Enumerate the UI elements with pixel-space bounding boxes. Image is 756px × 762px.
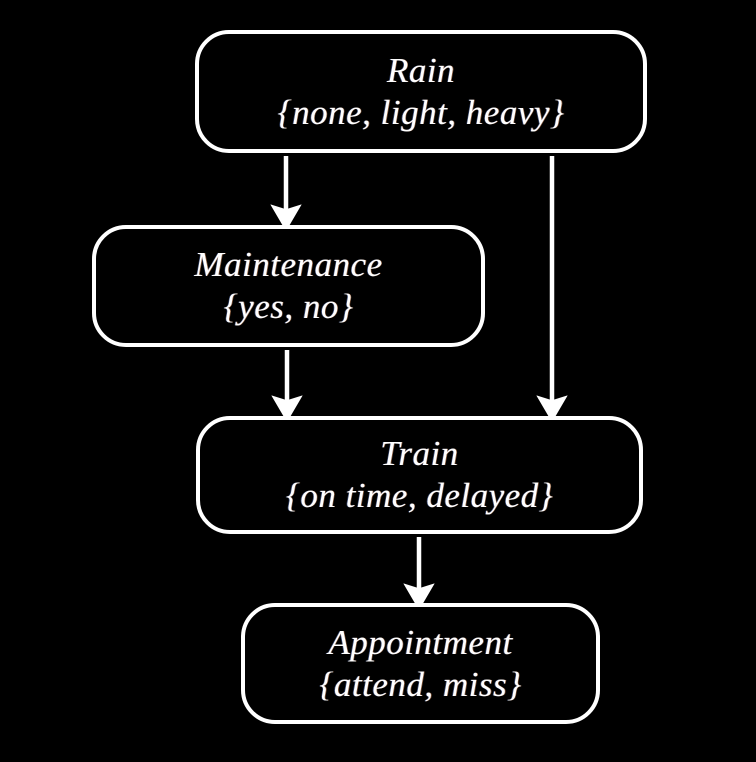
node-maintenance[interactable]: Maintenance {yes, no} xyxy=(92,225,485,347)
node-train-states: {on time, delayed} xyxy=(285,476,554,515)
node-maintenance-title: Maintenance xyxy=(194,245,383,285)
node-train[interactable]: Train {on time, delayed} xyxy=(196,416,643,534)
node-rain[interactable]: Rain {none, light, heavy} xyxy=(195,30,647,153)
node-rain-title: Rain xyxy=(386,50,456,90)
node-appointment-states: {attend, miss} xyxy=(319,664,522,704)
node-maintenance-states: {yes, no} xyxy=(223,287,354,326)
node-appointment-title: Appointment xyxy=(328,622,513,662)
node-train-title: Train xyxy=(380,434,459,474)
node-appointment[interactable]: Appointment {attend, miss} xyxy=(241,603,600,724)
node-rain-states: {none, light, heavy} xyxy=(277,92,565,132)
